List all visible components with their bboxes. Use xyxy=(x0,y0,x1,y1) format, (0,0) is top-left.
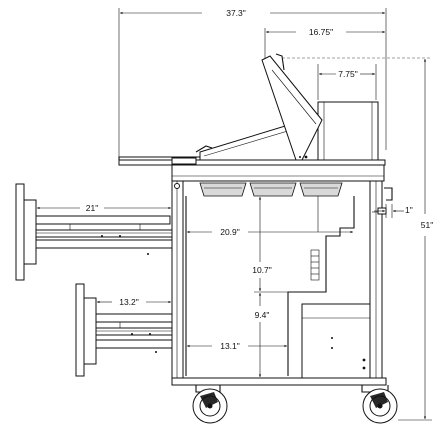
dim-drawer-lower-extension: 13.2" xyxy=(119,297,139,307)
upper-drawer-extended xyxy=(15,183,173,281)
dimension-lines xyxy=(37,8,432,421)
rear-caster xyxy=(361,385,398,424)
dim-cabinet-height-lower: 9.4" xyxy=(255,310,270,320)
dim-cabinet-depth: 20.9" xyxy=(220,227,240,237)
dim-overall-height: 51" xyxy=(421,220,433,230)
dim-cabinet-height-upper: 10.7" xyxy=(252,265,272,275)
dim-hood-offset: 7.75" xyxy=(338,69,358,79)
dim-upper-depth: 16.75" xyxy=(309,27,333,37)
dim-lower-depth: 13.1" xyxy=(220,341,240,351)
cart-body xyxy=(118,53,393,386)
dim-side-clearance: 1" xyxy=(405,205,413,215)
dim-drawer-upper-extension: 21" xyxy=(86,203,98,213)
dim-overall-width: 37.3" xyxy=(226,8,246,18)
front-caster xyxy=(192,385,228,424)
lower-drawer-extended xyxy=(75,283,173,377)
